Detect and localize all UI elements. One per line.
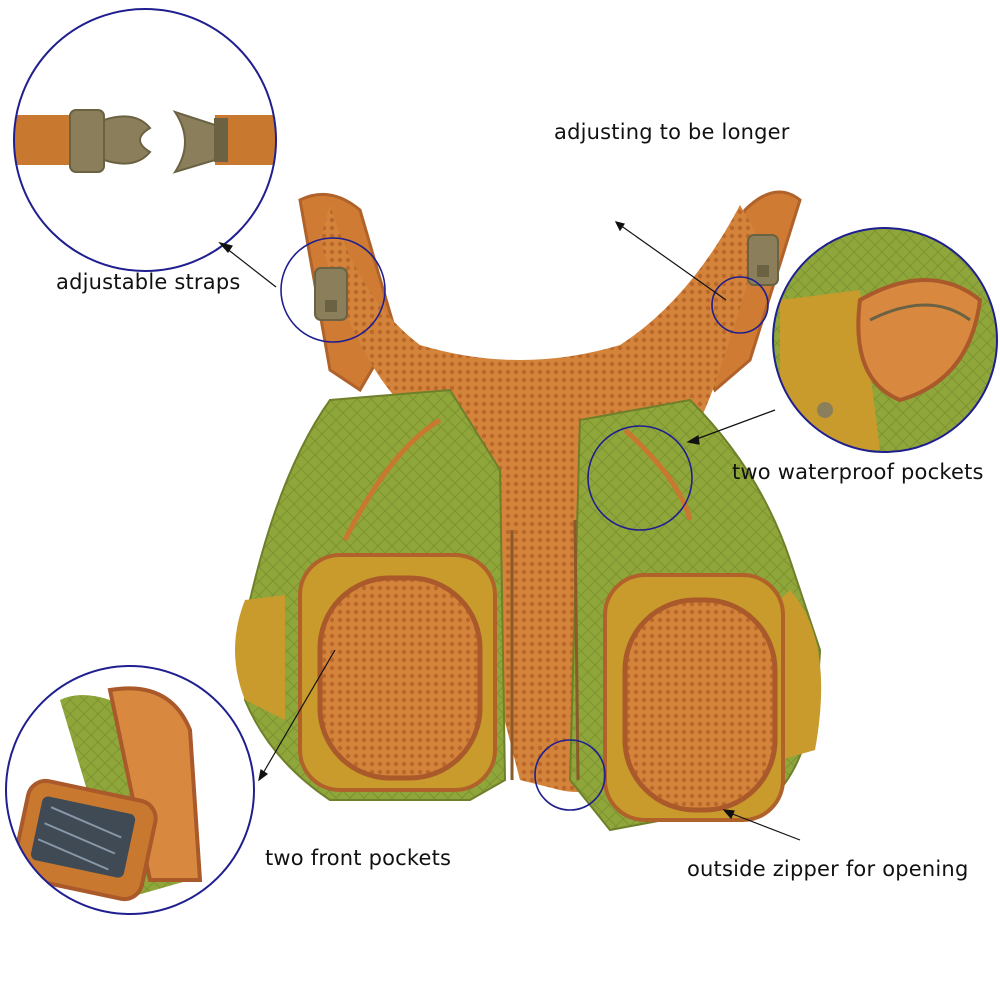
callout-circle-strap-right xyxy=(711,276,769,334)
inset-buckle-detail xyxy=(13,8,277,272)
label-adjustable-straps: adjustable straps xyxy=(56,270,241,294)
callout-arrows xyxy=(218,221,801,841)
strap-buckle-right xyxy=(747,234,779,286)
callout-circle-strap-left xyxy=(280,237,386,343)
label-waterproof-pockets: two waterproof pockets xyxy=(732,460,984,484)
inset-front-pocket-open xyxy=(5,665,255,915)
callout-circle-zipper xyxy=(534,739,606,811)
strap-buckle-left xyxy=(314,267,348,321)
front-pocket-right xyxy=(603,573,785,822)
label-outside-zipper: outside zipper for opening xyxy=(687,857,969,881)
front-pocket-left xyxy=(298,553,497,792)
inset-waterproof-pocket xyxy=(772,227,998,453)
callout-circle-waterproof xyxy=(587,425,693,531)
label-front-pockets: two front pockets xyxy=(265,846,452,870)
label-adjusting-longer: adjusting to be longer xyxy=(554,120,790,144)
